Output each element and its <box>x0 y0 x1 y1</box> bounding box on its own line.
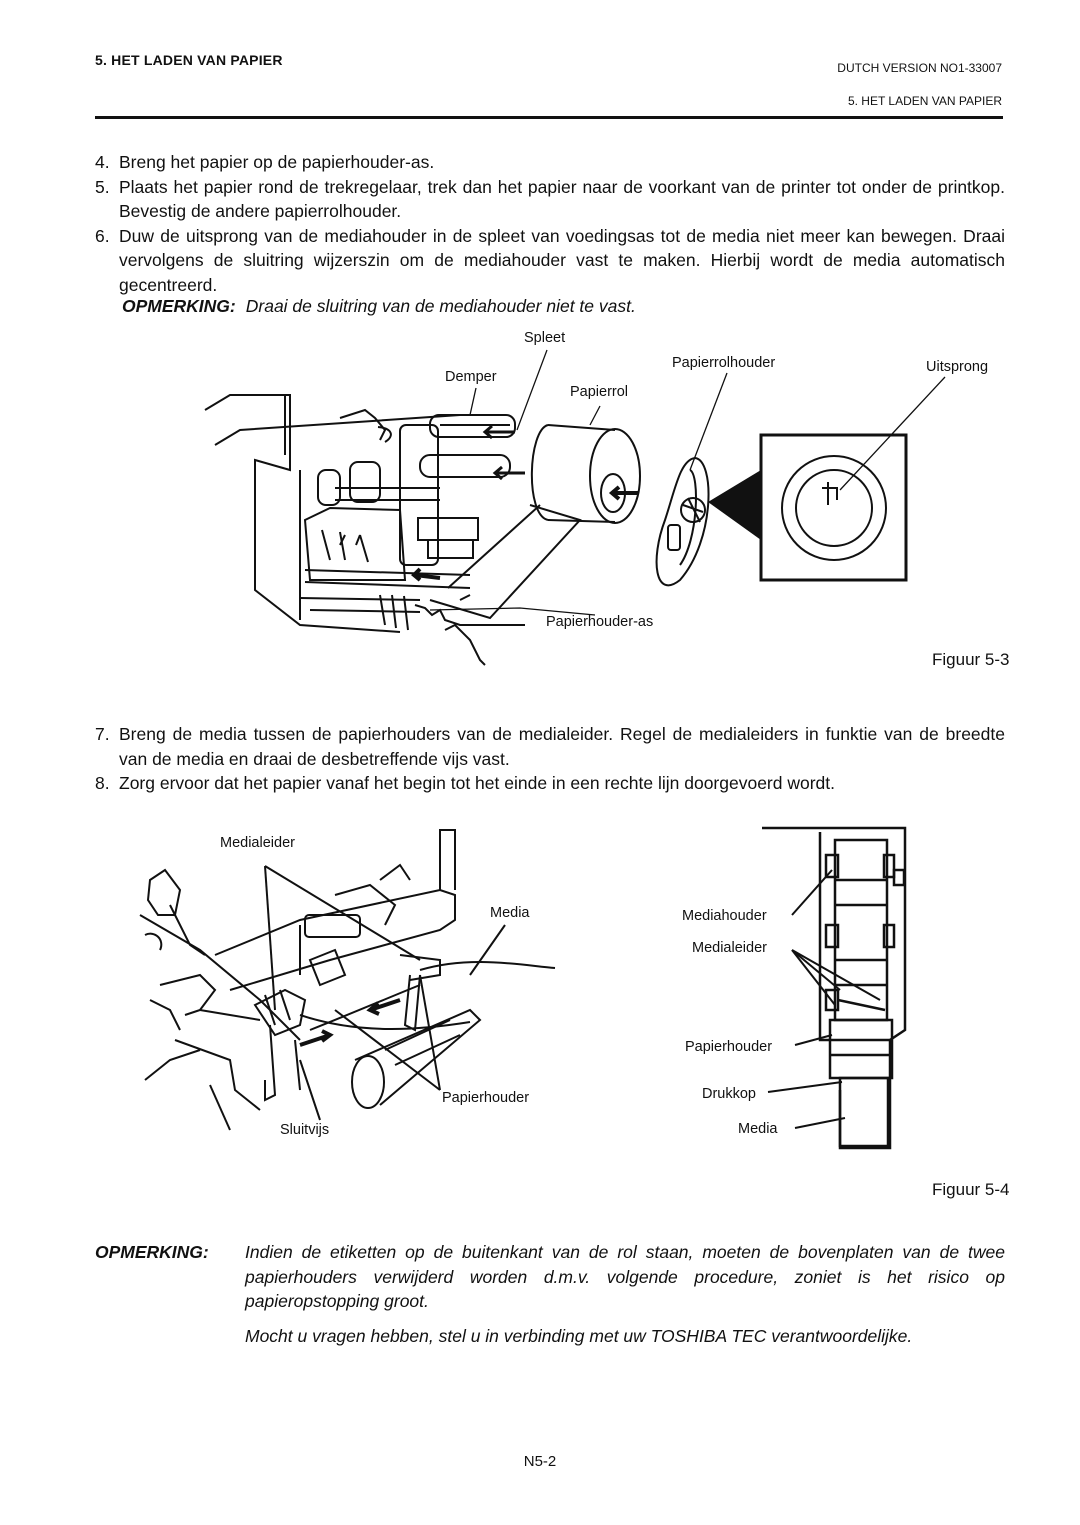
step-8: 8. Zorg ervoor dat het papier vanaf het … <box>95 771 1005 796</box>
section-title: 5. HET LADEN VAN PAPIER <box>95 52 283 68</box>
step-4: 4. Breng het papier op de papierhouder-a… <box>95 150 1005 175</box>
label-media-right: Media <box>738 1121 778 1137</box>
section-ref: 5. HET LADEN VAN PAPIER <box>847 94 1002 108</box>
note-text: Draai de sluitring van de mediahouder ni… <box>245 296 636 316</box>
label-mediahouder-right: Mediahouder <box>682 908 767 924</box>
label-uitsprong: Uitsprong <box>926 359 989 375</box>
step-number: 5. <box>95 176 110 197</box>
note-2: OPMERKING: Indien de etiketten op de bui… <box>95 1240 1005 1348</box>
label-medialeider-right: Medialeider <box>692 940 767 956</box>
note-1: OPMERKING: Draai de sluitring van de medi… <box>122 296 636 317</box>
steps-list-1: 4. Breng het papier op de papierhouder-a… <box>95 150 1005 297</box>
note-text: Indien de etiketten op de buitenkant van… <box>245 1242 1005 1311</box>
label-papierhouder-as: Papierhouder-as <box>546 614 654 630</box>
label-papierrolhouder: Papierrolhouder <box>672 355 776 371</box>
label-demper: Demper <box>445 369 497 385</box>
version-label: DUTCH VERSION NO1-33007 <box>837 61 1002 75</box>
step-text: Zorg ervoor dat het papier vanaf het beg… <box>119 773 836 793</box>
label-media: Media <box>490 905 530 921</box>
media-holder-side-view <box>762 826 907 1150</box>
step-number: 8. <box>95 773 110 793</box>
step-6: 6. Duw de uitsprong van de mediahouder i… <box>95 224 1005 298</box>
label-spleet: Spleet <box>524 330 566 346</box>
note-extra-text: Mocht u vragen hebben, stel u in verbind… <box>245 1325 913 1346</box>
step-text: Duw de uitsprong van de mediahouder in d… <box>119 225 1005 295</box>
note-keyword: OPMERKING: <box>122 296 236 316</box>
note-keyword: OPMERKING: <box>95 1242 209 1262</box>
callout-wedge <box>708 470 761 540</box>
step-text: Breng de media tussen de papierhouders v… <box>119 724 1005 769</box>
label-medialeider: Medialeider <box>220 835 295 851</box>
header-right: DUTCH VERSION NO1-33007 5. HET LADEN VAN… <box>837 52 1002 118</box>
step-text: Breng het papier op de papierhouder-as. <box>119 152 435 172</box>
step-number: 7. <box>95 724 110 744</box>
steps-list-2: 7. Breng de media tussen de papierhouder… <box>95 722 1005 796</box>
step-text: Plaats het papier rond de trekregelaar, … <box>119 176 1005 222</box>
figure-5-4-leaders-right <box>767 869 881 1129</box>
label-drukkop-right: Drukkop <box>702 1086 756 1102</box>
figure-5-4-caption: Figuur 5-4 <box>932 1180 1010 1199</box>
label-papierhouder-right: Papierhouder <box>685 1039 773 1055</box>
step-number: 4. <box>95 152 110 172</box>
page-number: N5-2 <box>523 1453 557 1470</box>
figure-5-3-caption: Figuur 5-3 <box>932 650 1010 669</box>
figure-5-3-leaders <box>429 349 946 616</box>
label-sluitvijs: Sluitvijs <box>280 1122 330 1138</box>
step-number: 6. <box>95 225 110 246</box>
figure-5-4-leaders-left <box>264 865 506 1121</box>
label-papierrol: Papierrol <box>570 384 629 400</box>
label-papierhouder: Papierhouder <box>442 1090 530 1106</box>
step-5: 5. Plaats het papier rond de trekregelaa… <box>95 175 1005 224</box>
header-rule <box>95 116 1003 119</box>
step-7: 7. Breng de media tussen de papierhouder… <box>95 722 1005 771</box>
note-2-row: OPMERKING: Indien de etiketten op de bui… <box>95 1240 1005 1314</box>
media-guide-drawing <box>139 829 556 1131</box>
